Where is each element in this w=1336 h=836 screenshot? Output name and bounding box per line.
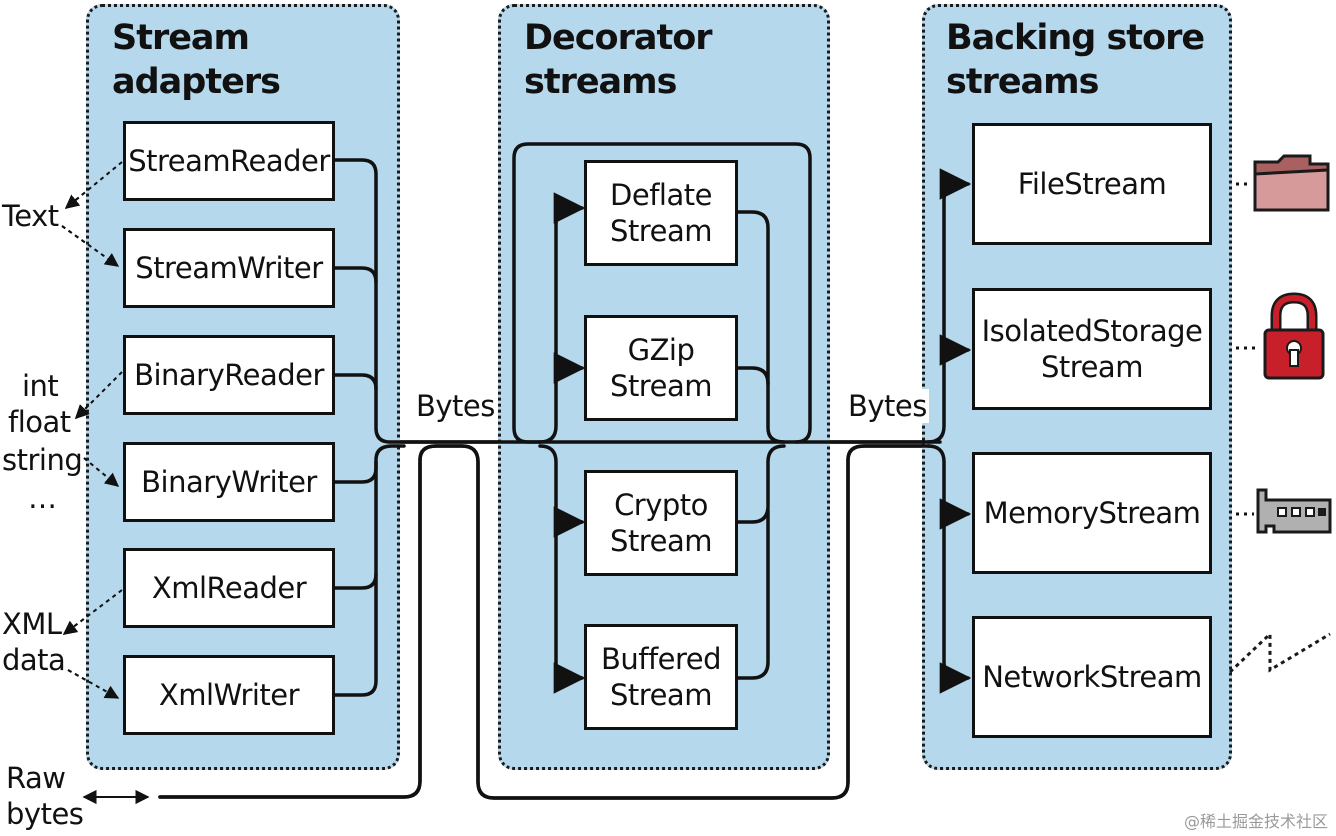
memory-stream-box: MemoryStream [972,452,1212,574]
buffered-stream-box: Buffered Stream [584,624,738,730]
folder-icon [1253,154,1330,212]
bytes-left-label: Bytes [414,389,497,423]
binary-writer-box: BinaryWriter [123,442,335,522]
watermark: @稀土掘金技术社区 [1183,812,1328,831]
stream-reader-box: StreamReader [123,121,335,201]
float-label: float [8,405,71,439]
text-label: Text [2,199,59,233]
isolated-storage-stream-box: IsolatedStorage Stream [972,288,1212,410]
deflate-stream-box: Deflate Stream [584,160,738,266]
gzip-stream-box: GZip Stream [584,315,738,421]
xml-data-label: XML data [2,607,66,677]
network-stream-box: NetworkStream [972,616,1212,738]
ellipsis-label: … [28,481,57,515]
raw-bytes-label: Raw bytes [6,761,84,831]
stream-writer-box: StreamWriter [123,228,335,308]
network-lightning-icon [1228,630,1331,674]
stream-adapters-title: Stream adapters [112,18,281,102]
binary-reader-box: BinaryReader [123,335,335,415]
string-label: string [2,443,83,477]
memory-chip-icon [1256,488,1332,534]
padlock-icon [1263,292,1325,380]
backing-store-streams-title: Backing store streams [946,18,1205,102]
int-label: int [22,369,59,403]
file-stream-box: FileStream [972,123,1212,245]
crypto-stream-box: Crypto Stream [584,470,738,576]
xml-writer-box: XmlWriter [123,655,335,735]
bytes-right-label: Bytes [846,389,929,423]
xml-reader-box: XmlReader [123,548,335,628]
decorator-streams-title: Decorator streams [524,18,712,102]
